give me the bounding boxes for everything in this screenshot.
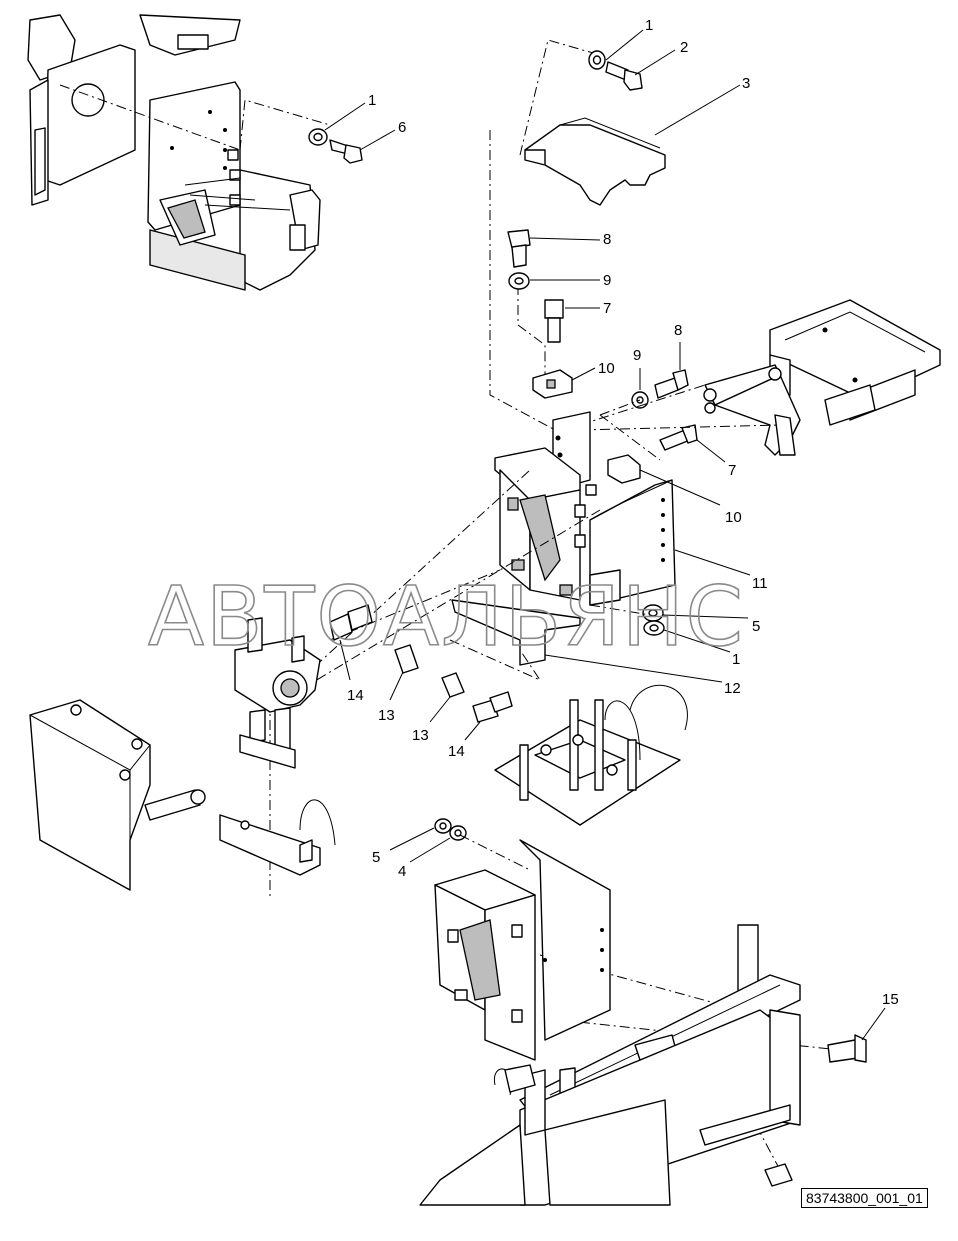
callout-1a: 1	[645, 17, 653, 34]
callout-1c: 1	[732, 651, 740, 668]
callout-5b: 5	[372, 849, 380, 866]
callout-14b: 14	[448, 743, 465, 760]
callout-8a: 8	[603, 231, 611, 248]
callout-12: 12	[724, 680, 741, 697]
right-hinge-assembly	[579, 299, 941, 484]
callout-11: 11	[752, 575, 768, 592]
callout-labels: 1 2 3 1 6 8 9 7 10 9 8 7 10 11 5 1 12 14…	[347, 17, 899, 1008]
callout-3: 3	[742, 75, 750, 92]
callout-10b: 10	[725, 509, 742, 526]
callout-13b: 13	[412, 727, 429, 744]
callout-9b: 9	[633, 347, 641, 364]
callout-4: 4	[398, 863, 406, 880]
centre-fastener-stack	[489, 130, 573, 431]
callout-7a: 7	[603, 300, 611, 317]
drawing-reference-number: 83743800_001_01	[801, 1188, 928, 1208]
sensor-plate	[494, 684, 688, 826]
plate-12-assembly	[449, 599, 665, 682]
top-left-bracket-assembly	[27, 14, 363, 291]
top-cover-assembly	[519, 39, 666, 206]
left-bearing-assembly	[234, 469, 601, 900]
callout-2: 2	[680, 39, 688, 56]
callout-1b: 1	[368, 92, 376, 109]
left-cover-panel	[29, 699, 336, 891]
callout-14a: 14	[347, 687, 364, 704]
callout-8b: 8	[674, 322, 682, 339]
watermark-text: АВТОАЛЬЯНС	[148, 570, 745, 665]
callout-10a: 10	[598, 360, 615, 377]
callout-5a: 5	[752, 618, 760, 635]
callout-13a: 13	[378, 707, 395, 724]
main-bracket-11	[494, 411, 676, 606]
bottom-frame-assembly	[419, 818, 867, 1206]
callout-15: 15	[882, 991, 899, 1008]
callout-6: 6	[398, 119, 406, 136]
callout-7b: 7	[728, 462, 736, 479]
leader-lines	[324, 29, 886, 1041]
callout-9a: 9	[603, 272, 611, 289]
